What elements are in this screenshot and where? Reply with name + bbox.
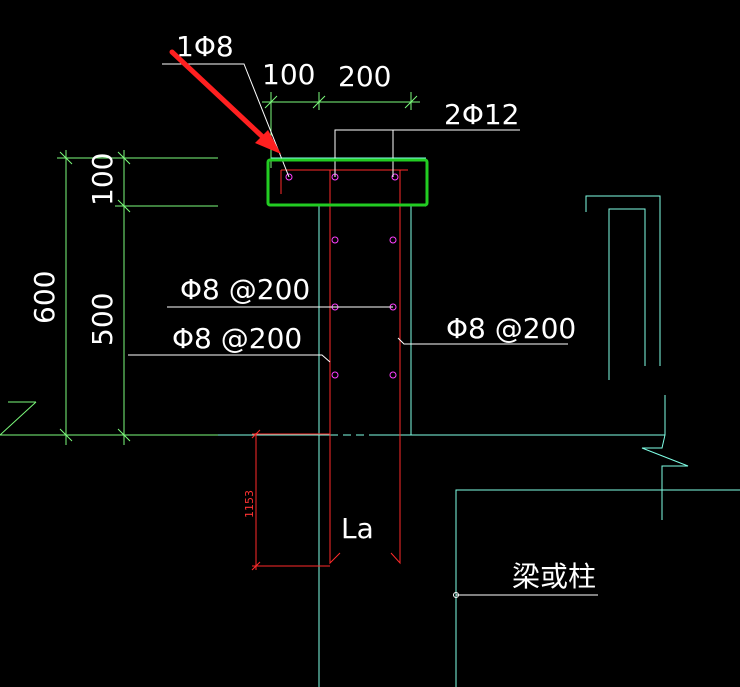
- highlight-box: [266, 158, 429, 207]
- red-arrow-icon: [169, 49, 281, 154]
- dimension-lines: [0, 92, 420, 445]
- label-dim-100-top: 100: [262, 58, 315, 91]
- label-dim-600-left: 600: [28, 271, 61, 324]
- label-stirrup-right: Φ8 @200: [446, 312, 576, 345]
- label-beam-or-column: 梁或柱: [512, 560, 596, 593]
- label-dim-500-left: 500: [86, 293, 119, 346]
- label-rebar-single: 1Φ8: [176, 30, 234, 63]
- rebar: [251, 169, 408, 571]
- label-stirrup-upper: Φ8 @200: [180, 273, 310, 306]
- label-anchor-length: La: [341, 512, 374, 545]
- label-anchor-dim: 1153: [243, 490, 256, 518]
- label-rebar-top-pair: 2Φ12: [444, 98, 519, 131]
- label-stirrup-lower: Φ8 @200: [172, 322, 302, 355]
- label-dim-100-left: 100: [86, 153, 119, 206]
- label-dim-200-top: 200: [338, 60, 391, 93]
- member-outline: [218, 157, 740, 687]
